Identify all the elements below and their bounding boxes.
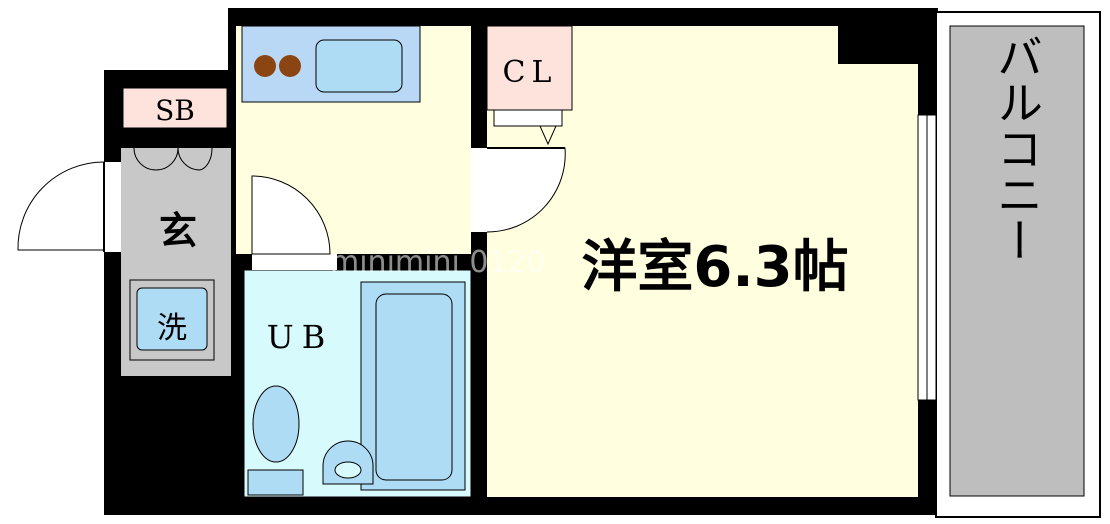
front-door-opening xyxy=(104,162,121,252)
closet-door-strip xyxy=(493,109,563,127)
room-door-swing xyxy=(486,147,566,233)
youshitsu-label: 洋室6.3帖 xyxy=(581,235,848,300)
stove-burner-left xyxy=(254,55,276,77)
unit-bath-label: UB xyxy=(267,318,333,356)
toilet-tank xyxy=(247,469,304,496)
front-door-swing xyxy=(17,161,105,251)
watermark: minimini 0120 xyxy=(330,245,546,280)
shoe-box-door-left xyxy=(133,147,157,171)
washer-label: 洗 xyxy=(157,311,187,346)
shoe-box-door-right xyxy=(177,147,201,171)
toilet-bowl xyxy=(252,385,300,463)
closet-label: CL xyxy=(503,55,558,90)
wash-basin-bowl xyxy=(334,461,362,479)
bathroom-door-opening xyxy=(252,254,337,270)
genkan-label: 玄 xyxy=(159,209,197,253)
shoe-box xyxy=(122,87,228,129)
youshitsu-room xyxy=(487,26,918,497)
room-door-opening xyxy=(471,148,487,232)
kitchen-sink xyxy=(315,39,403,93)
washer-pan xyxy=(136,287,208,351)
balcony-area xyxy=(949,25,1085,497)
stove-burner-right xyxy=(279,55,301,77)
shoe-box-door-right2 xyxy=(199,147,213,171)
bathtub-inner xyxy=(375,293,453,481)
shoe-box-label: SB xyxy=(155,94,195,127)
closet-door-swing xyxy=(539,125,557,146)
closet xyxy=(486,25,573,111)
bathroom-door-swing xyxy=(251,175,331,255)
balcony-label: バルコニー xyxy=(990,33,1044,263)
